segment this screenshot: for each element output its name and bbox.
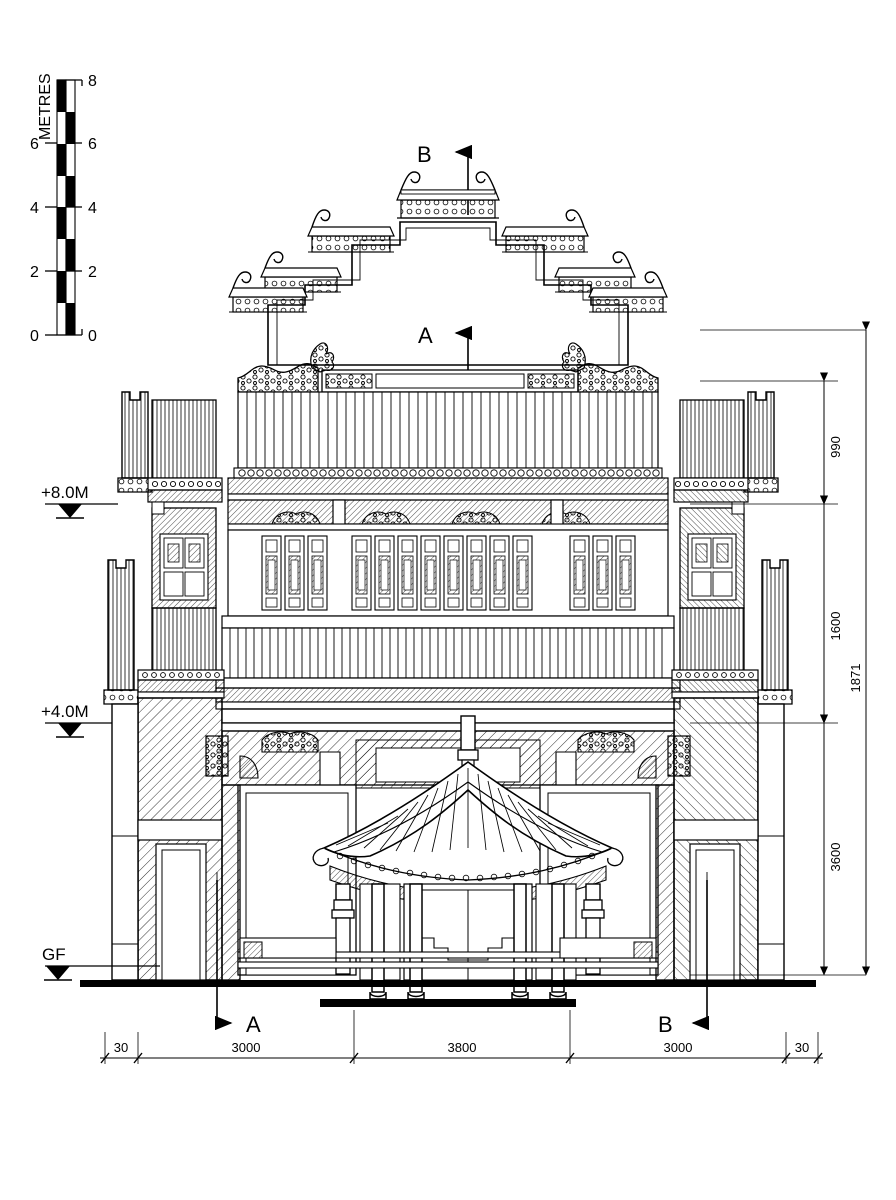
scale-label-right-6: 6 [88,136,97,153]
vdim-990-label: 990 [828,436,843,458]
gable-ridge-2nd-right [501,209,589,253]
gable-ridge-3rd-right [554,251,636,293]
vertical-dimensions: 990 1600 1871 3600 [690,321,870,976]
upper-floor-facade [215,499,681,710]
scale-bar: 8 6 4 2 0 6 4 2 0 METRES [30,73,97,345]
hdim-30-right-label: 30 [795,1040,809,1055]
upper-lattice-windows [261,535,636,611]
main-roof [227,342,669,501]
section-marker-b-bottom: B [658,872,709,1037]
scale-label-right-0: 0 [88,328,97,345]
scale-label-left-0: 0 [30,328,39,345]
scale-label-left-6: 6 [30,136,39,153]
vdim-1600-label: 1600 [828,612,843,641]
scale-label-right-8: 8 [88,73,97,90]
wing-tower-left [103,391,225,981]
level-label-gf: GF [42,945,66,964]
level-marker-gf: GF [42,945,160,981]
porch-columns-and-doors [237,883,659,1000]
horizontal-dimensions: 30 3000 3800 3000 30 [100,1010,823,1064]
hdim-3000-left-label: 3000 [232,1040,261,1055]
scale-label-right-2: 2 [88,264,97,281]
scale-bar-ticks [45,79,83,336]
ridge-frieze [237,342,659,393]
vdim-3600-label: 3600 [828,843,843,872]
gable-ridge-3rd-left [260,251,342,293]
stepped-gable [228,171,668,366]
ground-carved-brackets [205,731,691,791]
level-markers: +8.0M +4.0M GF [41,483,160,981]
hdim-3800-label: 3800 [448,1040,477,1055]
level-marker-4m: +4.0M [41,702,112,738]
level-label-8m: +8.0M [41,483,89,502]
ground-line [80,980,816,1007]
vdim-990: 990 [820,372,843,505]
section-marker-b-bottom-label: B [658,1012,673,1037]
level-marker-8m: +8.0M [41,483,118,519]
hdim-3000-right-label: 3000 [664,1040,693,1055]
wing-tower-right [671,391,793,981]
vdim-3600: 3600 [820,714,843,976]
vdim-1871-label: 1871 [848,664,863,693]
scale-label-left-2: 2 [30,264,39,281]
gable-ridge-4th-right [588,271,668,313]
scale-label-right-4: 4 [88,200,97,217]
section-marker-a-bottom-label: A [246,1012,261,1037]
section-marker-a-upper-label: A [418,323,433,348]
gable-ridge-2nd-left [307,209,395,253]
scale-bar-labels: 8 6 4 2 0 6 4 2 0 METRES [30,73,97,345]
gable-ridge-top [396,171,500,219]
section-marker-b-top-label: B [417,142,432,167]
upper-balustrade [215,615,681,710]
level-label-4m: +4.0M [41,702,89,721]
roof-eave-tile-ends [233,467,663,479]
scale-bar-title: METRES [37,73,54,140]
roof-barrel-tiles [227,391,669,501]
section-marker-a-bottom: A [215,872,261,1037]
vdim-1871: 1871 [848,321,870,976]
hdim-30-left-label: 30 [114,1040,128,1055]
vdim-1600: 1600 [820,495,843,724]
scale-label-left-4: 4 [30,200,39,217]
gable-ridge-4th-left [228,271,308,313]
